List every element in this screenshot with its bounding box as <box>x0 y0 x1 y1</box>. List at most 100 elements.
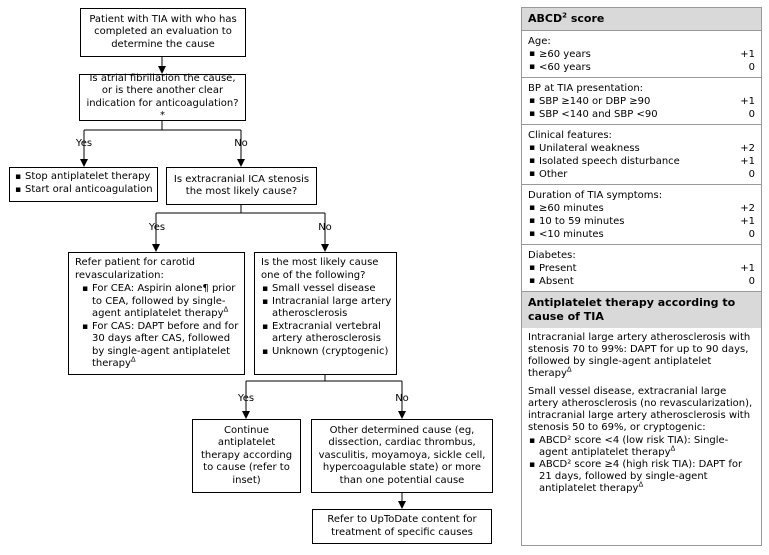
score-row: SBP ≥140 or DBP ≥90 +1 <box>528 95 755 108</box>
other-cause-text: Other determined cause (eg, dissection, … <box>318 424 486 486</box>
yes-label-1: Yes <box>75 138 93 149</box>
diabetes-section: Diabetes: Present +1 Absent 0 <box>522 244 761 291</box>
therapy-item-text: ABCD² score <4 (low risk TIA): Single-ag… <box>539 435 729 458</box>
therapy-paragraph-2: Small vessel disease, extracranial large… <box>528 386 753 433</box>
row-label: Unilateral weakness <box>539 143 640 154</box>
score-row: ≥60 years +1 <box>528 48 755 61</box>
no-label-3: No <box>395 393 409 404</box>
af-action-stop: Stop antiplatelet therapy <box>14 171 153 184</box>
therapy-item: ABCD² score ≥4 (high risk TIA): DAPT for… <box>528 459 755 495</box>
row-label: Absent <box>539 276 574 287</box>
yes-label-2: Yes <box>148 222 166 233</box>
abcd2-title-rest: score <box>566 12 605 25</box>
row-label: <10 minutes <box>539 229 604 240</box>
duration-section: Duration of TIA symptoms: ≥60 minutes+2 … <box>522 184 761 244</box>
af-action-start: Start oral anticoagulation <box>14 184 153 197</box>
score-row: Present +1 <box>528 262 755 275</box>
row-points: +1 <box>740 49 755 60</box>
abcd2-header: ABCD2 score <box>522 8 761 30</box>
clinical-section: Clinical features: Unilateral weakness +2… <box>522 124 761 184</box>
ica-question-text: Is extracranial ICA stenosis the most li… <box>173 173 310 198</box>
row-label: <60 years <box>539 62 591 73</box>
delta-sup: Δ <box>566 365 572 374</box>
af-question-text: Is atrial fibrillation the cause, or is … <box>86 72 239 122</box>
section-heading: Duration of TIA symptoms: <box>528 190 663 201</box>
cause-item: Extracranial vertebral artery atheroscle… <box>261 321 392 346</box>
therapy-paragraph-1: Intracranial large artery atherosclerosi… <box>528 332 755 380</box>
start-box: Patient with TIA with who has completed … <box>80 8 246 57</box>
other-cause-box: Other determined cause (eg, dissection, … <box>311 419 493 493</box>
continue-therapy-text: Continue antiplatelet therapy according … <box>200 424 293 486</box>
score-row: Isolated speech disturbance +1 <box>528 155 755 168</box>
therapy-item: ABCD² score <4 (low risk TIA): Single-ag… <box>528 435 755 459</box>
connector-arrows <box>80 56 406 509</box>
delta-sup: Δ <box>130 355 136 364</box>
bp-section: BP at TIA presentation: SBP ≥140 or DBP … <box>522 77 761 124</box>
delta-sup: Δ <box>638 480 644 489</box>
no-label-1: No <box>234 138 248 149</box>
abcd2-panel: ABCD2 score Age: ≥60 years+1 <60 years0 … <box>521 7 762 546</box>
yes-label-3: Yes <box>237 393 255 404</box>
cas-item-text: For CAS: DAPT before and for 30 days aft… <box>92 320 239 370</box>
score-row: Other 0 <box>528 168 755 181</box>
therapy-item-text: ABCD² score ≥4 (high risk TIA): DAPT for… <box>539 459 743 494</box>
no-label-2: No <box>318 222 332 233</box>
cause-question-title: Is the most likely cause one of the foll… <box>261 257 379 281</box>
continue-therapy-box: Continue antiplatelet therapy according … <box>192 419 301 493</box>
score-row: 10 to 59 minutes +1 <box>528 215 755 228</box>
start-text: Patient with TIA with who has completed … <box>89 13 237 50</box>
cause-question-box: Is the most likely cause one of the foll… <box>254 252 397 375</box>
row-points: 0 <box>748 169 755 180</box>
row-points: 0 <box>748 229 755 240</box>
row-points: 0 <box>748 276 755 287</box>
score-row: <10 minutes 0 <box>528 228 755 241</box>
score-row: SBP <140 and SBP <900 <box>528 108 755 121</box>
row-label: ≥60 years <box>539 49 591 60</box>
row-label: Isolated speech disturbance <box>539 156 680 167</box>
delta-sup: Δ <box>670 444 676 453</box>
section-heading: Age: <box>528 36 551 47</box>
row-points: +2 <box>740 203 755 214</box>
row-points: +1 <box>740 216 755 227</box>
age-section: Age: ≥60 years +1 <60 years 0 <box>522 30 761 77</box>
section-heading: Clinical features: <box>528 130 612 141</box>
af-question-box: Is atrial fibrillation the cause, or is … <box>79 72 246 122</box>
score-row: Unilateral weakness +2 <box>528 142 755 155</box>
row-points: +1 <box>740 96 755 107</box>
row-label: 10 to 59 minutes <box>539 216 625 227</box>
row-points: +2 <box>740 143 755 154</box>
cause-list: Small vessel disease Intracranial large … <box>261 283 392 358</box>
carotid-referral-list: For CEA: Aspirin alone¶ prior to CEA, fo… <box>81 283 240 371</box>
score-row: <60 years 0 <box>528 61 755 74</box>
section-heading: BP at TIA presentation: <box>528 83 644 94</box>
row-label: SBP ≥140 or DBP ≥90 <box>539 96 651 107</box>
uptodate-box: Refer to UpToDate content for treatment … <box>312 509 492 544</box>
therapy-p1-text: Intracranial large artery atherosclerosi… <box>528 332 751 379</box>
row-points: +1 <box>740 156 755 167</box>
af-actions-box: Stop antiplatelet therapy Start oral ant… <box>9 167 158 202</box>
row-label: ≥60 minutes <box>539 203 604 214</box>
delta-sup: Δ <box>223 305 229 314</box>
uptodate-text: Refer to UpToDate content for treatment … <box>327 514 477 538</box>
row-label: Present <box>539 263 577 274</box>
section-heading: Diabetes: <box>528 250 576 261</box>
ica-question-box: Is extracranial ICA stenosis the most li… <box>166 167 317 205</box>
row-points: 0 <box>748 109 755 120</box>
therapy-header: Antiplatelet therapy according to cause … <box>522 291 761 328</box>
score-row: ≥60 minutes +2 <box>528 202 755 215</box>
therapy-list: ABCD² score <4 (low risk TIA): Single-ag… <box>528 435 755 495</box>
row-points: 0 <box>748 62 755 73</box>
abcd2-title-sup: 2 <box>562 11 567 20</box>
row-label: Other <box>539 169 568 180</box>
cause-item: Small vessel disease <box>261 283 392 296</box>
af-actions-list: Stop antiplatelet therapy Start oral ant… <box>14 171 153 196</box>
carotid-referral-box: Refer patient for carotid revascularizat… <box>68 252 245 375</box>
score-row: Absent 0 <box>528 275 755 288</box>
abcd2-title: ABCD <box>528 12 563 25</box>
therapy-body: Intracranial large artery atherosclerosi… <box>522 328 761 499</box>
cea-item: For CEA: Aspirin alone¶ prior to CEA, fo… <box>81 283 240 321</box>
carotid-referral-title: Refer patient for carotid revascularizat… <box>75 257 195 281</box>
cause-item: Unknown (cryptogenic) <box>261 346 392 359</box>
row-points: +1 <box>740 263 755 274</box>
cas-item: For CAS: DAPT before and for 30 days aft… <box>81 321 240 371</box>
